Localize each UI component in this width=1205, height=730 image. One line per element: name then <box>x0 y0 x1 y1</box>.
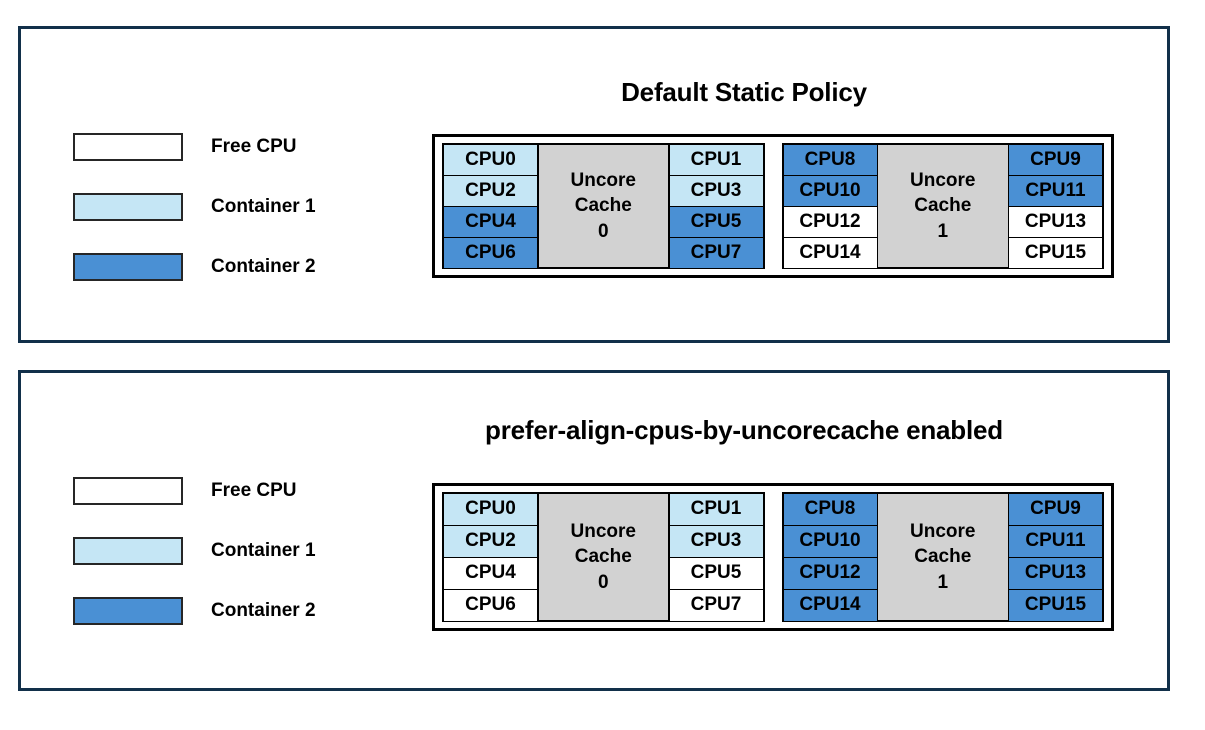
legend-swatch-free-cpu <box>73 477 183 505</box>
cpu-column-left: CPU8 CPU10 CPU12 CPU14 <box>782 143 878 269</box>
cpu-cell: CPU12 <box>782 205 878 238</box>
uncore-cache-label: Uncore Cache 1 <box>877 144 1009 268</box>
uncore-cache-index: 1 <box>937 220 949 242</box>
cpu-cell: CPU9 <box>1008 143 1103 176</box>
cpu-cell: CPU0 <box>443 492 538 526</box>
uncore-cache-line-2: Cache <box>574 195 632 217</box>
uncore-cache-index: 0 <box>597 571 609 593</box>
cache-group-1: CPU8 CPU10 CPU12 CPU14 Uncore Cache 1 CP… <box>781 492 1104 622</box>
cache-group-0: CPU0 CPU2 CPU4 CPU6 Uncore Cache 0 CPU1 … <box>442 492 765 622</box>
cache-group-0: CPU0 CPU2 CPU4 CPU6 Uncore Cache 0 CPU1 … <box>442 143 765 269</box>
uncore-cache-index: 0 <box>597 220 609 242</box>
uncore-cache-line-1: Uncore <box>570 170 636 192</box>
legend-label-container-1: Container 1 <box>211 540 316 561</box>
cpu-cell: CPU5 <box>668 556 764 590</box>
uncore-cache-line-2: Cache <box>574 546 632 568</box>
cpu-cell: CPU4 <box>443 556 538 590</box>
cpu-cell: CPU6 <box>443 588 538 622</box>
legend-item-container-2: Container 2 <box>73 237 316 297</box>
cpu-column-right: CPU9 CPU11 CPU13 CPU15 <box>1008 492 1103 622</box>
cpu-cell: CPU1 <box>668 143 764 176</box>
cpu-cell: CPU5 <box>668 205 764 238</box>
cpu-cell: CPU15 <box>1008 236 1103 269</box>
uncore-cache-line-1: Uncore <box>910 521 976 543</box>
uncore-cache-line-2: Cache <box>914 195 972 217</box>
uncore-cache-label: Uncore Cache 1 <box>877 493 1009 621</box>
legend-label-container-2: Container 2 <box>211 256 316 277</box>
cpu-cell: CPU10 <box>782 174 878 207</box>
cpu-cell: CPU8 <box>782 143 878 176</box>
uncore-cache-line-1: Uncore <box>910 170 976 192</box>
cpu-column-right: CPU1 CPU3 CPU5 CPU7 <box>668 143 764 269</box>
uncore-cache-line-1: Uncore <box>570 521 636 543</box>
cpu-cell: CPU1 <box>668 492 764 526</box>
cpu-cell: CPU6 <box>443 236 538 269</box>
cpu-cell: CPU8 <box>782 492 878 526</box>
cpu-cell: CPU9 <box>1008 492 1103 526</box>
cpu-cell: CPU12 <box>782 556 878 590</box>
cpu-cell: CPU3 <box>668 524 764 558</box>
cpu-cell: CPU11 <box>1008 174 1103 207</box>
legend-label-container-1: Container 1 <box>211 196 316 217</box>
cpu-cell: CPU15 <box>1008 588 1103 622</box>
cpu-cell: CPU11 <box>1008 524 1103 558</box>
cpu-cell: CPU3 <box>668 174 764 207</box>
cpu-column-left: CPU0 CPU2 CPU4 CPU6 <box>443 492 538 622</box>
panel-prefer-align-cpus-by-uncorecache: prefer-align-cpus-by-uncorecache enabled… <box>18 370 1170 691</box>
uncore-cache-label: Uncore Cache 0 <box>537 493 669 621</box>
legend-item-container-2: Container 2 <box>73 581 316 641</box>
cpu-cell: CPU7 <box>668 588 764 622</box>
uncore-cache-line-2: Cache <box>914 546 972 568</box>
legend-swatch-container-1 <box>73 193 183 221</box>
page-title: prefer-align-cpus-by-uncorecache enabled <box>485 415 1003 445</box>
cpu-column-right: CPU9 CPU11 CPU13 CPU15 <box>1008 143 1103 269</box>
cpu-cell: CPU2 <box>443 174 538 207</box>
legend: Free CPU Container 1 Container 2 <box>73 117 316 297</box>
legend-swatch-container-2 <box>73 253 183 281</box>
legend-item-container-1: Container 1 <box>73 521 316 581</box>
cpu-cell: CPU10 <box>782 524 878 558</box>
cpu-cell: CPU7 <box>668 236 764 269</box>
cpu-cell: CPU0 <box>443 143 538 176</box>
legend: Free CPU Container 1 Container 2 <box>73 461 316 641</box>
legend-item-free-cpu: Free CPU <box>73 117 316 177</box>
cpu-cell: CPU13 <box>1008 205 1103 238</box>
cache-group-1: CPU8 CPU10 CPU12 CPU14 Uncore Cache 1 CP… <box>781 143 1104 269</box>
cpu-cell: CPU4 <box>443 205 538 238</box>
cpu-cell: CPU14 <box>782 588 878 622</box>
legend-item-free-cpu: Free CPU <box>73 461 316 521</box>
page-title: Default Static Policy <box>621 77 867 107</box>
panel-default-static-policy: Default Static Policy Free CPU Container… <box>18 26 1170 343</box>
legend-swatch-container-1 <box>73 537 183 565</box>
legend-label-free-cpu: Free CPU <box>211 480 297 501</box>
uncore-cache-label: Uncore Cache 0 <box>537 144 669 268</box>
cpu-topology-diagram: CPU0 CPU2 CPU4 CPU6 Uncore Cache 0 CPU1 … <box>432 483 1114 631</box>
cpu-column-left: CPU0 CPU2 CPU4 CPU6 <box>443 143 538 269</box>
cpu-column-right: CPU1 CPU3 CPU5 CPU7 <box>668 492 764 622</box>
uncore-cache-index: 1 <box>937 571 949 593</box>
legend-swatch-container-2 <box>73 597 183 625</box>
legend-label-container-2: Container 2 <box>211 600 316 621</box>
cpu-cell: CPU14 <box>782 236 878 269</box>
cpu-cell: CPU2 <box>443 524 538 558</box>
cpu-cell: CPU13 <box>1008 556 1103 590</box>
cpu-column-left: CPU8 CPU10 CPU12 CPU14 <box>782 492 878 622</box>
cpu-topology-diagram: CPU0 CPU2 CPU4 CPU6 Uncore Cache 0 CPU1 … <box>432 134 1114 278</box>
legend-swatch-free-cpu <box>73 133 183 161</box>
legend-label-free-cpu: Free CPU <box>211 136 297 157</box>
legend-item-container-1: Container 1 <box>73 177 316 237</box>
